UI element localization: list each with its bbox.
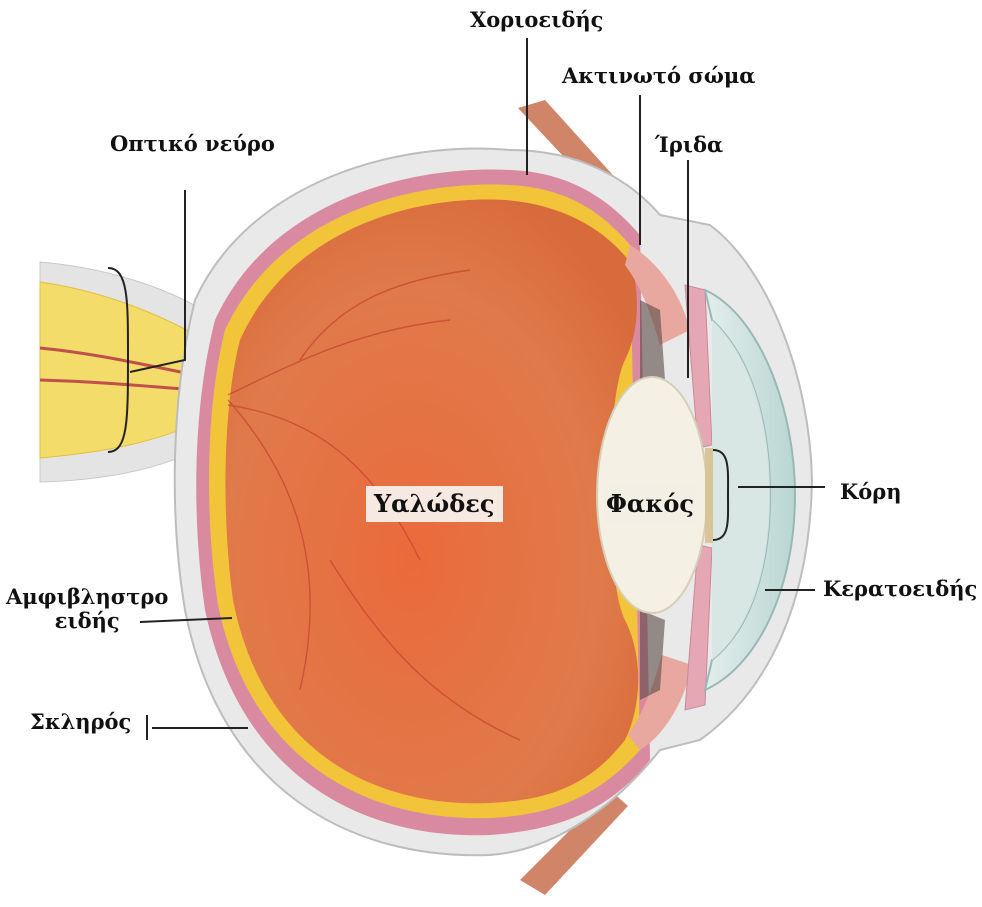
label-retina-line2: ειδής [6, 609, 168, 633]
label-sclera: Σκληρός [30, 710, 131, 734]
label-pupil: Κόρη [840, 480, 902, 504]
label-retina: Αμφιβληστρο ειδής [6, 585, 168, 633]
label-iris: Ίριδα [655, 133, 723, 157]
label-vitreous: Υαλώδες [366, 486, 503, 522]
pupil-opening [705, 448, 713, 543]
label-optic-nerve: Οπτικό νεύρο [110, 132, 275, 156]
label-retina-line1: Αμφιβληστρο [6, 585, 168, 609]
label-cornea: Κερατοειδής [823, 577, 977, 601]
label-ciliary-body: Ακτινωτό σώμα [562, 64, 755, 88]
label-lens: Φακός [604, 486, 696, 522]
label-choroid: Χοριοειδής [470, 8, 603, 32]
